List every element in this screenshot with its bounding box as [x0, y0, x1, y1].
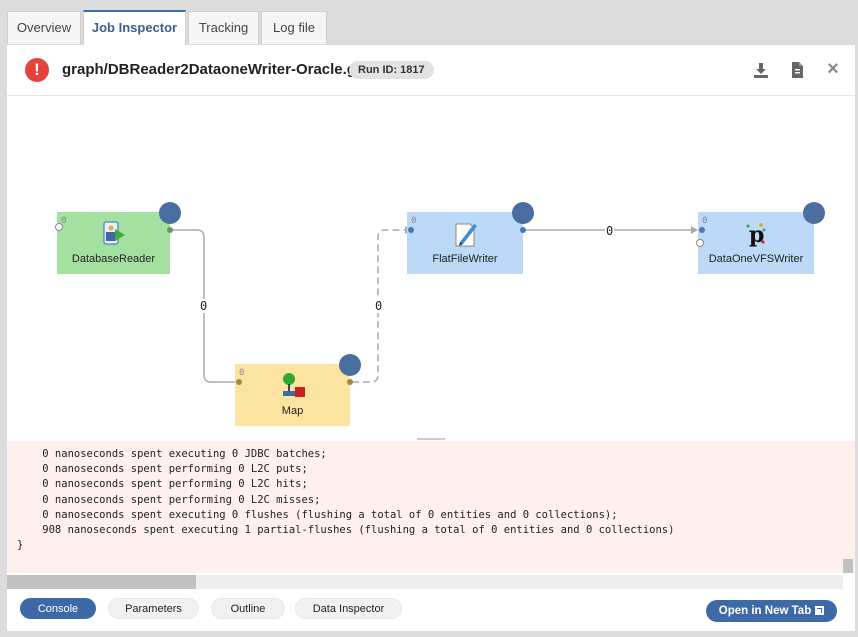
run-id-badge: Run ID: 1817 — [349, 61, 434, 79]
console-line: 908 nanoseconds spent executing 1 partia… — [17, 524, 675, 537]
outline-button[interactable]: Outline — [211, 598, 285, 619]
map-component-icon — [278, 372, 308, 400]
status-indicator — [339, 354, 361, 376]
graph-canvas[interactable]: 0 0 0 0 DatabaseReader 0 — [7, 96, 855, 439]
resize-handle[interactable] — [417, 438, 445, 440]
open-in-new-tab-button[interactable]: Open in New Tab — [706, 600, 837, 622]
job-inspector-panel: ! graph/DBReader2DataoneWriter-Oracle.gr… — [7, 45, 855, 631]
dataone-icon: p — [741, 220, 771, 248]
tab-log-file[interactable]: Log file — [261, 11, 327, 44]
output-port[interactable] — [520, 227, 526, 233]
console-output[interactable]: 0 nanoseconds spent executing 0 JDBC bat… — [7, 441, 855, 573]
console-line: 0 nanoseconds spent executing 0 flushes … — [17, 508, 618, 521]
node-label: DataOneVFSWriter — [708, 253, 804, 265]
console-button[interactable]: Console — [20, 598, 96, 619]
port-number: 0 — [411, 216, 417, 226]
tab-overview[interactable]: Overview — [7, 11, 81, 44]
node-dataone-vfs-writer[interactable]: 0 p DataOneVFSWriter — [696, 202, 825, 274]
console-line: 0 nanoseconds spent performing 0 L2C hit… — [17, 478, 308, 491]
node-label: DatabaseReader — [71, 253, 156, 265]
parameters-button[interactable]: Parameters — [108, 598, 199, 619]
input-port[interactable] — [408, 227, 414, 233]
output-port[interactable] — [696, 239, 704, 247]
open-in-new-tab-label: Open in New Tab — [718, 605, 812, 617]
edge-label: 0 — [199, 299, 209, 313]
bottom-toolbar: Console Parameters Outline Data Inspecto… — [7, 589, 855, 631]
database-reader-icon — [99, 220, 129, 248]
console-line: 0 nanoseconds spent executing 0 JDBC bat… — [17, 448, 327, 460]
port-number: 0 — [702, 216, 708, 226]
document-icon[interactable] — [788, 60, 806, 80]
input-port[interactable] — [55, 223, 63, 231]
node-database-reader[interactable]: 0 DatabaseReader — [55, 202, 181, 274]
console-line: } — [17, 539, 24, 552]
horizontal-scrollbar[interactable] — [7, 575, 843, 589]
console-line: 0 nanoseconds spent performing 0 L2C put… — [17, 463, 308, 476]
graph-title: graph/DBReader2DataoneWriter-Oracle.grf — [62, 61, 367, 78]
horizontal-scrollbar-thumb[interactable] — [7, 575, 196, 589]
svg-text:p: p — [749, 222, 764, 248]
external-link-icon — [815, 606, 825, 615]
node-label: FlatFileWriter — [432, 253, 498, 265]
download-icon[interactable] — [752, 60, 770, 80]
input-port[interactable] — [236, 379, 242, 385]
close-icon[interactable]: × — [827, 58, 839, 80]
port-number: 0 — [239, 368, 245, 378]
output-port[interactable] — [347, 379, 353, 385]
status-indicator — [803, 202, 825, 224]
edge-label: 0 — [374, 299, 384, 313]
flat-file-writer-icon — [450, 220, 480, 248]
tab-tracking[interactable]: Tracking — [188, 11, 259, 44]
error-icon: ! — [25, 58, 49, 82]
status-indicator — [512, 202, 534, 224]
vertical-scrollbar-thumb[interactable] — [843, 559, 853, 573]
job-header: ! graph/DBReader2DataoneWriter-Oracle.gr… — [7, 45, 855, 96]
node-label: Map — [281, 405, 304, 417]
status-indicator — [159, 202, 181, 224]
console-line: 0 nanoseconds spent performing 0 L2C mis… — [17, 493, 321, 506]
node-flat-file-writer[interactable]: 0 FlatFileWriter — [407, 202, 534, 274]
port-number: 0 — [61, 216, 67, 226]
output-port[interactable] — [167, 227, 173, 233]
data-inspector-button[interactable]: Data Inspector — [295, 598, 402, 619]
edge-label: 0 — [605, 224, 615, 238]
input-port[interactable] — [699, 227, 705, 233]
node-map[interactable]: 0 Map — [235, 354, 361, 426]
tab-job-inspector[interactable]: Job Inspector — [83, 10, 186, 45]
